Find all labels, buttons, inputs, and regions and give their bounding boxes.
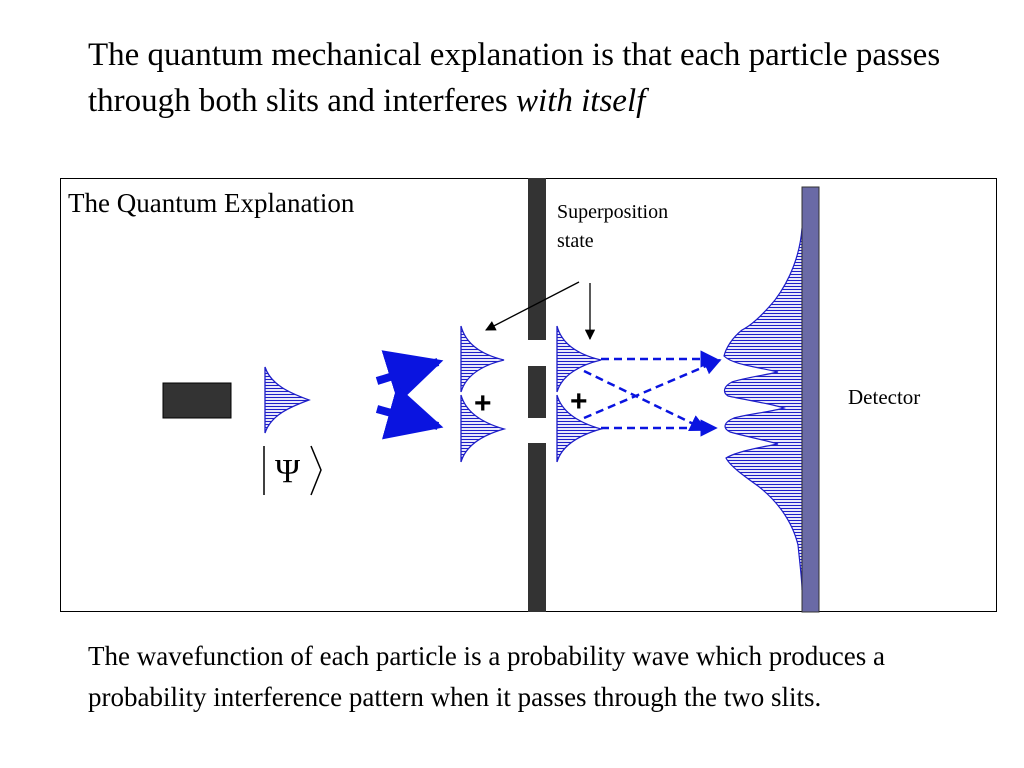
plus-after-barrier: + <box>570 385 588 418</box>
plus-before-barrier: + <box>474 387 492 420</box>
arrow-to-upper-slit <box>375 350 444 404</box>
particle-source <box>162 382 232 419</box>
detector-label: Detector <box>848 385 921 409</box>
wave-packet-after-lower <box>556 394 604 463</box>
superposition-label: Superposition state <box>557 198 668 256</box>
arrow-to-lower-slit <box>375 385 444 440</box>
diagram-title: The Quantum Explanation <box>68 188 355 218</box>
barrier-bottom <box>528 443 546 612</box>
barrier-top <box>528 178 546 340</box>
superposition-label-line1: Superposition <box>557 201 669 223</box>
psi-symbol: Ψ <box>275 453 300 490</box>
interference-pattern <box>723 227 803 591</box>
dashed-path-upper-cross <box>583 369 708 432</box>
wave-packet-before-upper <box>460 325 505 393</box>
superposition-label-line2: state <box>557 230 594 252</box>
wave-packet-source <box>264 366 311 434</box>
footer-text: The wavefunction of each particle is a p… <box>88 641 885 712</box>
heading-emphasis: with itself <box>516 83 646 119</box>
wave-packet-before-lower <box>460 394 507 463</box>
dashed-path-lower-cross <box>583 358 722 420</box>
heading-text: The quantum mechanical explanation is th… <box>88 32 968 124</box>
superposition-pointer-left <box>485 281 580 331</box>
wave-packet-after-upper <box>556 325 602 393</box>
heading-main: The quantum mechanical explanation is th… <box>88 37 941 119</box>
ket-angle <box>310 445 322 496</box>
barrier-middle <box>528 366 546 418</box>
detector-screen <box>801 186 820 613</box>
